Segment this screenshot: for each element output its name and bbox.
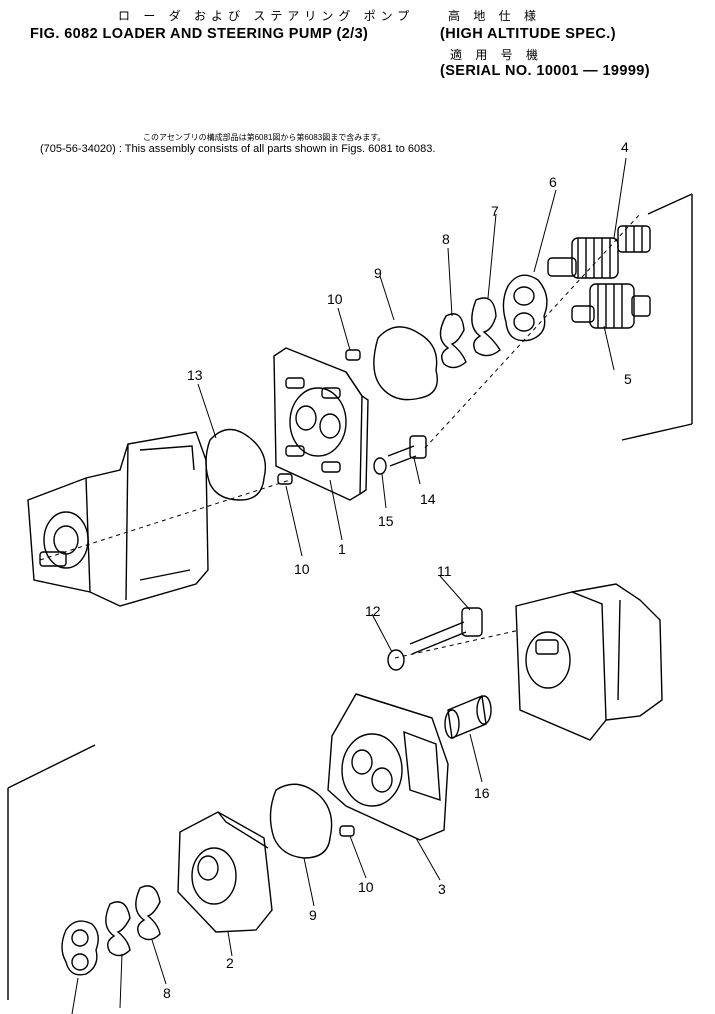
rear-body-part xyxy=(327,693,449,841)
washer-part-15 xyxy=(373,457,387,475)
dowel-pin-middle xyxy=(277,473,293,485)
callout-10-lower: 10 xyxy=(358,879,374,895)
gasket-part-9-upper xyxy=(373,326,438,401)
seal-ring-part-8-upper xyxy=(439,313,467,369)
callout-8-lower: 8 xyxy=(163,985,171,1001)
gear-case-part xyxy=(177,811,273,933)
callout-13: 13 xyxy=(187,367,203,383)
callout-4: 4 xyxy=(621,139,629,155)
callout-12: 12 xyxy=(365,603,381,619)
jp-spec-label: 高 地 仕 様 xyxy=(448,9,542,23)
assembly-note-jp: このアセンブリの構成部品は第6081図から第6083図まで含みます。 xyxy=(143,133,386,142)
callout-14: 14 xyxy=(420,491,436,507)
callout-6: 6 xyxy=(549,174,557,190)
callout-2: 2 xyxy=(226,955,234,971)
callout-16: 16 xyxy=(474,785,490,801)
seal-ring-part-8-lower-a xyxy=(135,885,161,941)
frame-lines xyxy=(7,193,693,1000)
seal-ring-part-7 xyxy=(471,297,501,357)
driven-gear-part xyxy=(571,283,651,329)
callout-1: 1 xyxy=(338,541,346,557)
callout-15: 15 xyxy=(378,513,394,529)
callout-9: 9 xyxy=(374,265,382,281)
jp-serial-label: 適 用 号 機 xyxy=(450,48,544,62)
callout-8: 8 xyxy=(442,231,450,247)
front-plate-part xyxy=(273,347,369,501)
pump-body-right xyxy=(515,583,663,741)
spec-label: (HIGH ALTITUDE SPEC.) xyxy=(440,26,616,42)
bolt-part-14 xyxy=(387,435,427,467)
gasket-part-13 xyxy=(205,428,267,501)
callout-10-middle: 10 xyxy=(294,561,310,577)
jp-title: ロ ー ダ および ステアリング ポンプ xyxy=(118,9,415,23)
callout-9-lower: 9 xyxy=(309,907,317,923)
seal-ring-part-8-lower-b xyxy=(105,901,131,957)
callout-3: 3 xyxy=(438,881,446,897)
callout-5: 5 xyxy=(624,371,632,387)
callout-11: 11 xyxy=(437,563,452,579)
gasket-part-9-lower xyxy=(269,783,333,859)
bushing-plate-lower xyxy=(61,920,99,976)
callout-labels: 1 2 3 4 5 6 7 8 8 9 9 10 10 10 11 12 13 … xyxy=(163,139,632,1001)
dowel-pin-upper xyxy=(345,349,361,361)
leader-lines xyxy=(71,157,627,1014)
assembly-note: (705-56-34020) : This assembly consists … xyxy=(40,143,436,155)
figure-title: FIG. 6082 LOADER AND STEERING PUMP (2/3) xyxy=(30,26,369,42)
serial-range: (SERIAL NO. 10001 — 19999) xyxy=(440,63,651,79)
dowel-pin-lower xyxy=(339,825,355,837)
drive-gear-shaft-part xyxy=(547,225,651,279)
bushing-plate-part xyxy=(502,274,548,342)
callout-7: 7 xyxy=(491,203,499,219)
callout-10: 10 xyxy=(327,291,343,307)
long-bolt-part-11 xyxy=(409,607,483,655)
washer-part-12 xyxy=(387,649,405,671)
bearing-part-16 xyxy=(444,695,492,739)
pump-body-left xyxy=(27,431,209,607)
axis-lines xyxy=(39,213,641,659)
